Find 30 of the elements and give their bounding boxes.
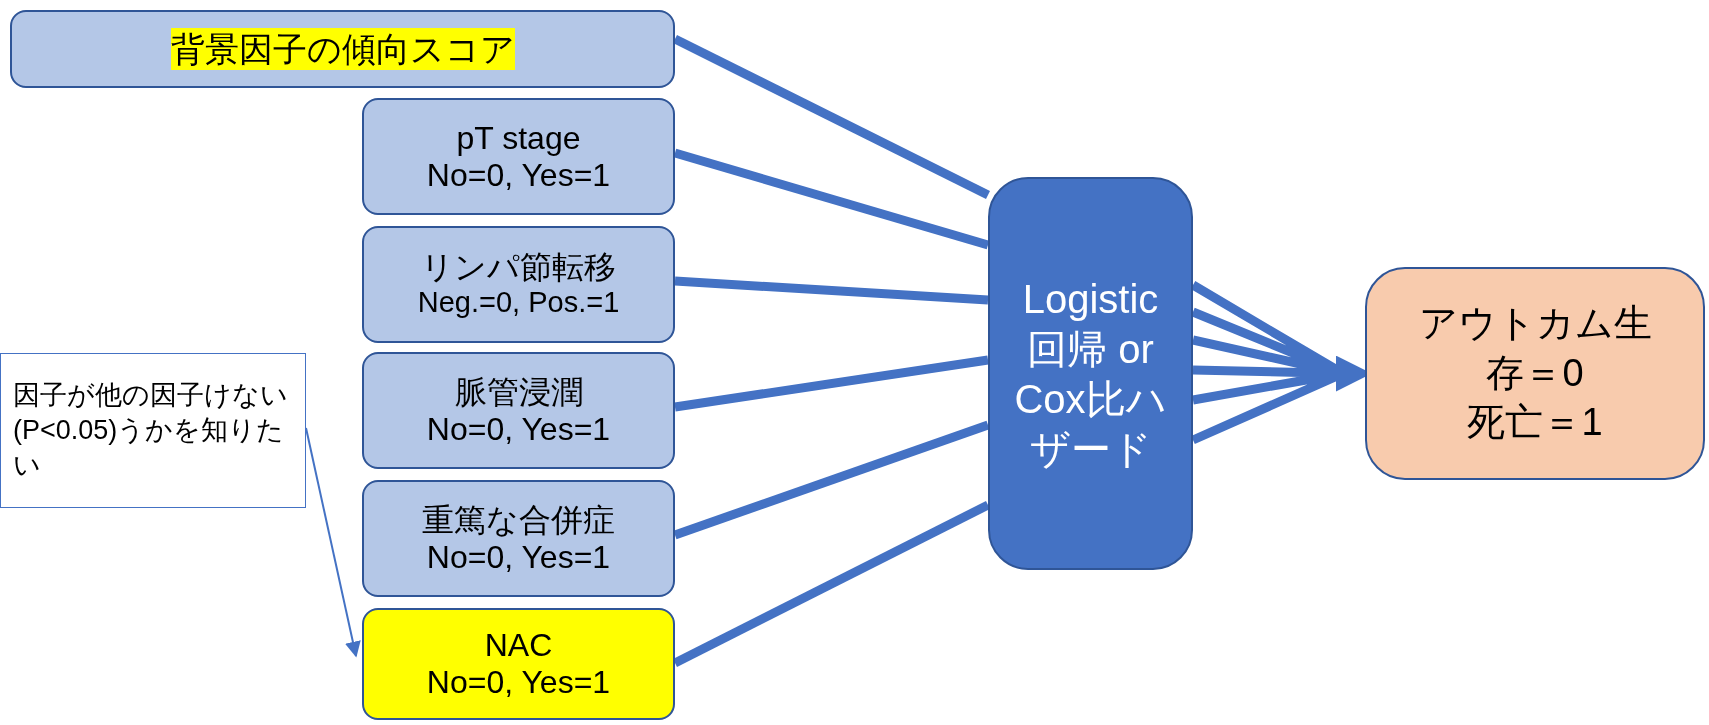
connector: [673, 148, 990, 250]
connector: [673, 420, 990, 540]
leader-line: [305, 427, 361, 658]
box-text: NAC: [484, 627, 553, 664]
box-text: Logistic回帰 or Cox比ハザード: [1014, 275, 1167, 473]
variable-box: [362, 98, 675, 215]
model-box: [988, 177, 1193, 570]
box-text: No=0, Yes=1: [426, 156, 611, 194]
outcome-box: [1365, 267, 1705, 480]
box-text: No=0, Yes=1: [426, 664, 611, 701]
variable-box: [362, 608, 675, 720]
connector: [674, 355, 989, 412]
box-text: pT stage: [456, 119, 581, 157]
note-text: 因子が他の因子けない(P<0.05)うかを知りたい: [12, 378, 289, 483]
box-text: 重篤な合併症: [422, 501, 615, 539]
connector: [674, 276, 989, 305]
box-text: リンパ節転移: [421, 249, 616, 287]
box-text: 脈管浸潤: [454, 373, 583, 411]
connector: [673, 34, 990, 200]
variable-box: [362, 480, 675, 597]
box-text: No=0, Yes=1: [426, 410, 611, 448]
variable-box: [362, 226, 675, 343]
box-text: Neg.=0, Pos.=1: [417, 286, 620, 320]
box-text: 死亡＝1: [1467, 400, 1603, 446]
variable-box: [362, 352, 675, 469]
box-text: No=0, Yes=1: [426, 538, 611, 576]
variable-box: [10, 10, 675, 88]
highlighted-text: 背景因子の傾向スコア: [170, 27, 515, 71]
note-box: [0, 353, 306, 508]
box-text: アウトカム生存＝0: [1417, 301, 1653, 396]
